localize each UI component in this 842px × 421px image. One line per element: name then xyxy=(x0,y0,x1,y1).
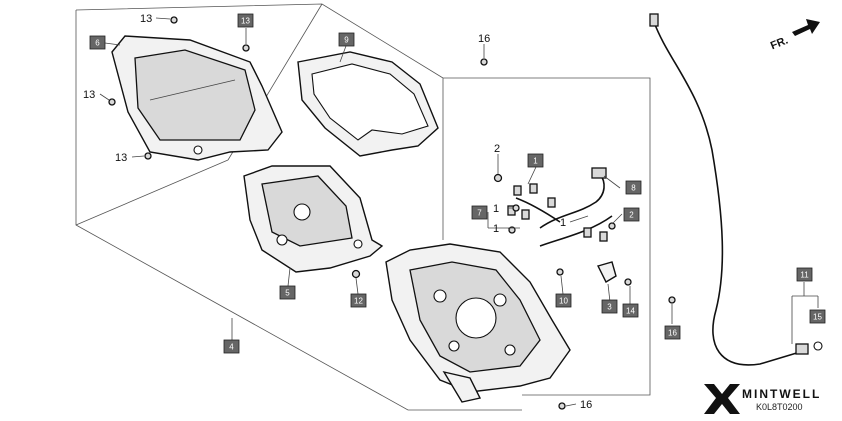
wire-harness xyxy=(507,167,613,247)
callout-1-upper: 1 xyxy=(493,203,499,215)
speedometer-cable xyxy=(649,13,823,366)
badge-10: 10 xyxy=(555,293,572,308)
bracket xyxy=(596,261,617,283)
badge-16: 16 xyxy=(664,325,681,340)
callout-labels: 13 13 13 16 16 2 1 1 1 xyxy=(83,13,592,411)
badge-8: 8 xyxy=(625,180,642,195)
callout-2: 2 xyxy=(494,143,500,155)
svg-text:3: 3 xyxy=(607,303,612,312)
svg-text:4: 4 xyxy=(229,343,234,352)
badge-5: 5 xyxy=(279,285,296,300)
svg-text:2: 2 xyxy=(629,211,634,220)
callout-13-top: 13 xyxy=(140,13,152,25)
badge-2: 2 xyxy=(623,207,640,222)
badge-11: 11 xyxy=(796,267,813,282)
svg-text:10: 10 xyxy=(559,297,568,306)
badge-12: 12 xyxy=(350,293,367,308)
badge-14: 14 xyxy=(622,303,639,318)
meter-bezel xyxy=(297,51,439,157)
svg-text:16: 16 xyxy=(668,329,677,338)
badge-15: 15 xyxy=(809,309,826,324)
callout-1-lower: 1 xyxy=(493,223,499,235)
part-badges: 1 2 3 4 5 6 7 8 9 10 11 12 13 14 15 16 xyxy=(89,13,826,354)
screws xyxy=(108,16,676,410)
badge-13: 13 xyxy=(237,13,254,28)
svg-text:6: 6 xyxy=(95,39,100,48)
mintwell-logo-mark xyxy=(704,384,740,414)
badge-3: 3 xyxy=(601,299,618,314)
front-direction-label: FR. xyxy=(769,34,790,52)
svg-text:11: 11 xyxy=(800,271,809,280)
badge-9: 9 xyxy=(338,32,355,47)
badge-6: 6 xyxy=(89,35,106,50)
svg-text:9: 9 xyxy=(344,36,349,45)
front-direction-indicator: FR. xyxy=(769,19,820,52)
badge-1: 1 xyxy=(527,153,544,168)
badge-4: 4 xyxy=(223,339,240,354)
front-arrow-icon xyxy=(792,19,820,36)
callout-16-bottom: 16 xyxy=(580,399,592,411)
svg-text:15: 15 xyxy=(813,313,822,322)
mintwell-logo-text: MINTWELL xyxy=(742,387,821,401)
badge-7: 7 xyxy=(471,205,488,220)
meter-housing xyxy=(385,243,571,403)
meter-case xyxy=(243,165,384,273)
diagram-code: K0L8T0200 xyxy=(756,402,803,412)
assembly-outline xyxy=(75,3,651,411)
leader-lines xyxy=(99,17,819,407)
mintwell-logo: MINTWELL xyxy=(704,384,821,414)
svg-text:1: 1 xyxy=(533,157,538,166)
callout-13-bottom: 13 xyxy=(115,152,127,164)
callout-16-top: 16 xyxy=(478,33,490,45)
callout-13-left: 13 xyxy=(83,89,95,101)
svg-text:7: 7 xyxy=(477,209,482,218)
svg-text:14: 14 xyxy=(626,307,635,316)
meter-panel xyxy=(111,35,283,161)
svg-text:5: 5 xyxy=(285,289,290,298)
callout-1-right: 1 xyxy=(560,217,566,229)
svg-text:13: 13 xyxy=(241,17,250,26)
svg-text:8: 8 xyxy=(631,184,636,193)
svg-text:12: 12 xyxy=(354,297,363,306)
